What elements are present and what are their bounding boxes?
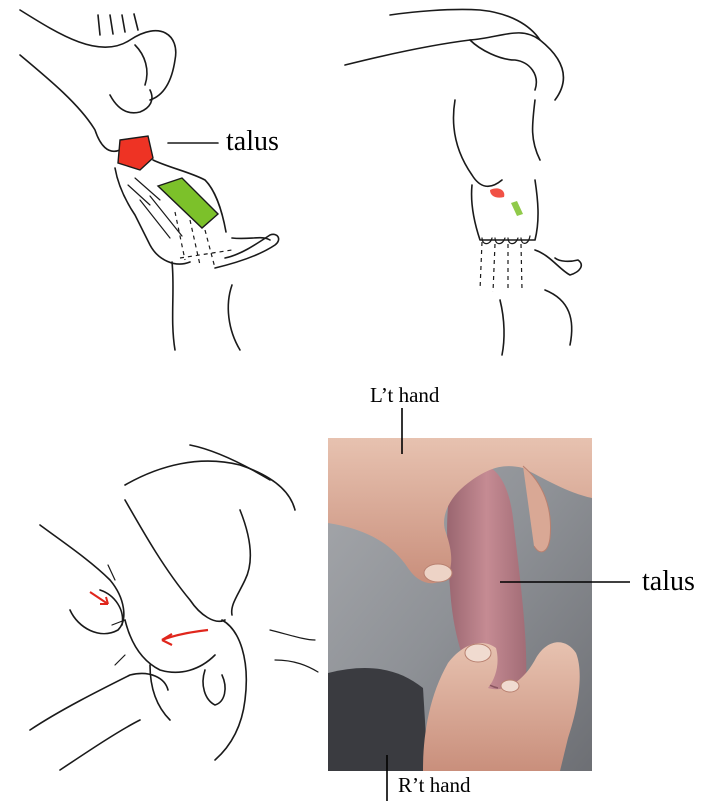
left-thumbnail (424, 564, 452, 582)
left-hand-label: L’t hand (370, 383, 439, 408)
metatarsal-marker-top-right (511, 201, 523, 216)
talus-label-top: talus (226, 126, 279, 158)
bottom-left-illustration (0, 440, 320, 780)
talus-bone-top-left (118, 136, 153, 170)
talus-photo-pointer-line (500, 580, 630, 584)
talus-marker-top-right (490, 188, 504, 197)
right-hand-label: R’t hand (398, 773, 471, 798)
top-right-illustration (330, 0, 590, 360)
right-hand-pointer-line (385, 755, 389, 801)
right-thumbnail (465, 644, 491, 662)
photo-foot-manipulation (328, 438, 592, 771)
left-hand-pointer-line (400, 408, 404, 454)
talus-label-photo: talus (642, 566, 695, 598)
top-left-illustration (0, 0, 300, 360)
